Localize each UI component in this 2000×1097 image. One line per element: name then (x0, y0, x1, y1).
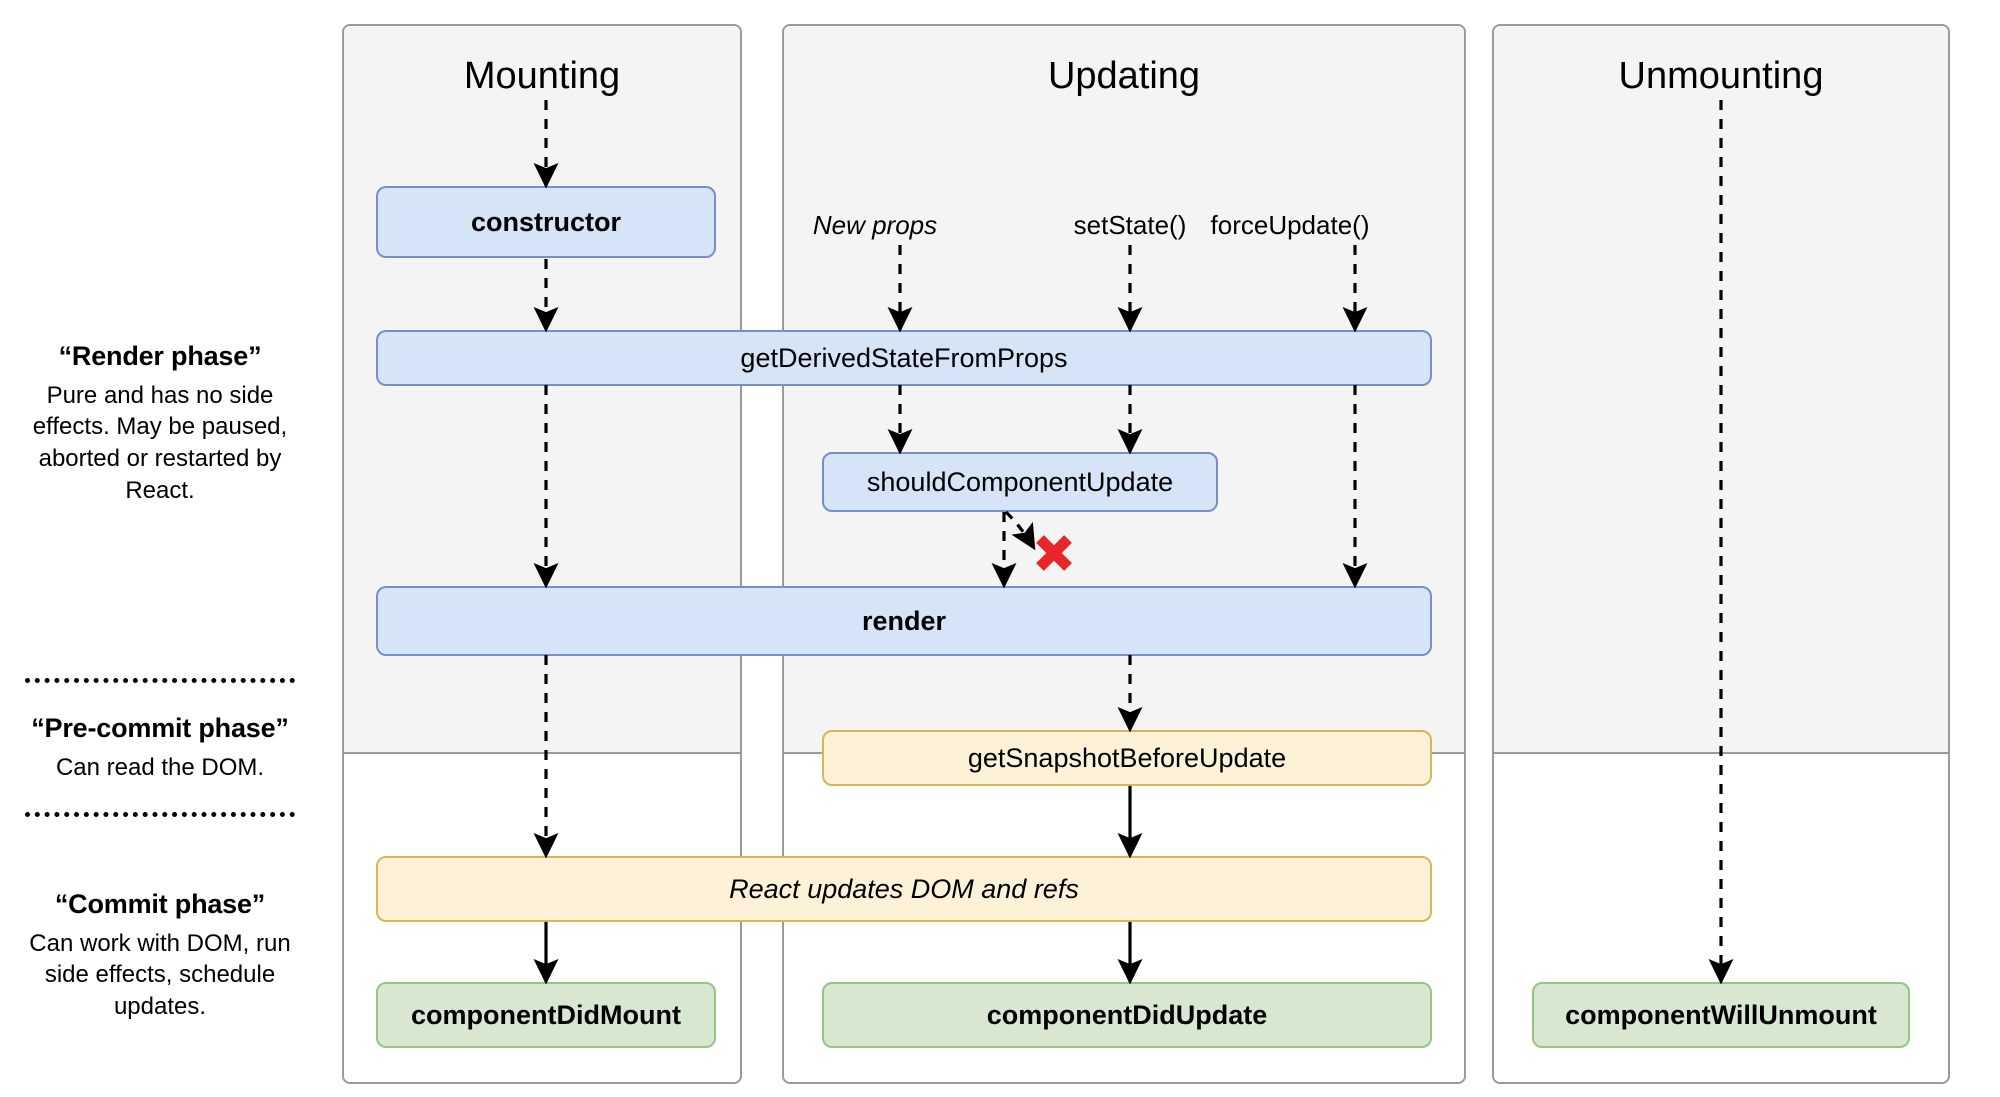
column-unmounting: Unmounting (1492, 24, 1950, 1084)
node-get-derived-state-from-props-label: getDerivedStateFromProps (740, 342, 1068, 373)
column-updating: Updating (782, 24, 1466, 1084)
legend-commit-phase-description: Can work with DOM, run side effects, sch… (29, 929, 291, 1021)
node-component-did-mount[interactable]: componentDidMount (376, 982, 716, 1048)
legend-pre-commit-phase-title: “Pre-commit phase” (31, 713, 289, 743)
node-component-will-unmount[interactable]: componentWillUnmount (1532, 982, 1910, 1048)
node-constructor[interactable]: constructor (376, 186, 716, 258)
node-should-component-update[interactable]: shouldComponentUpdate (822, 452, 1218, 512)
column-unmounting-phase-divider (1494, 752, 1948, 754)
column-unmounting-render-region (1494, 26, 1948, 752)
column-mounting-phase-divider (344, 752, 740, 754)
node-get-snapshot-before-update-label: getSnapshotBeforeUpdate (967, 742, 1287, 773)
node-render-label: render (861, 605, 947, 636)
column-unmounting-title: Unmounting (1618, 55, 1824, 97)
legend-divider-bottom (25, 812, 295, 817)
node-constructor-label: constructor (470, 206, 622, 237)
node-component-did-mount-label: componentDidMount (411, 999, 681, 1030)
node-component-did-update[interactable]: componentDidUpdate (822, 982, 1432, 1048)
node-render[interactable]: render (376, 586, 1432, 656)
legend-divider-top (25, 678, 295, 683)
legend-commit-phase: “Commit phase” Can work with DOM, run si… (5, 888, 315, 1023)
legend-pre-commit-phase: “Pre-commit phase” Can read the DOM. (5, 712, 315, 783)
trigger-set-state: setState() (1073, 210, 1187, 240)
trigger-force-update: forceUpdate() (1210, 210, 1370, 240)
node-component-will-unmount-label: componentWillUnmount (1565, 999, 1877, 1030)
legend-pre-commit-phase-description: Can read the DOM. (55, 753, 265, 781)
column-updating-title: Updating (1047, 55, 1201, 97)
trigger-new-props: New props (812, 210, 938, 240)
node-get-derived-state-from-props[interactable]: getDerivedStateFromProps (376, 330, 1432, 386)
column-mounting-title: Mounting (463, 55, 621, 97)
node-react-updates-dom-and-refs[interactable]: React updates DOM and refs (376, 856, 1432, 922)
node-should-component-update-label: shouldComponentUpdate (866, 466, 1174, 497)
node-component-did-update-label: componentDidUpdate (986, 999, 1268, 1030)
legend-render-phase: “Render phase” Pure and has no side effe… (5, 340, 315, 506)
node-get-snapshot-before-update[interactable]: getSnapshotBeforeUpdate (822, 730, 1432, 786)
legend-render-phase-title: “Render phase” (58, 341, 262, 371)
column-mounting: Mounting (342, 24, 742, 1084)
node-react-updates-dom-and-refs-label: React updates DOM and refs (729, 873, 1079, 904)
legend-render-phase-description: Pure and has no side effects. May be pau… (32, 381, 288, 504)
legend-commit-phase-title: “Commit phase” (54, 889, 266, 919)
